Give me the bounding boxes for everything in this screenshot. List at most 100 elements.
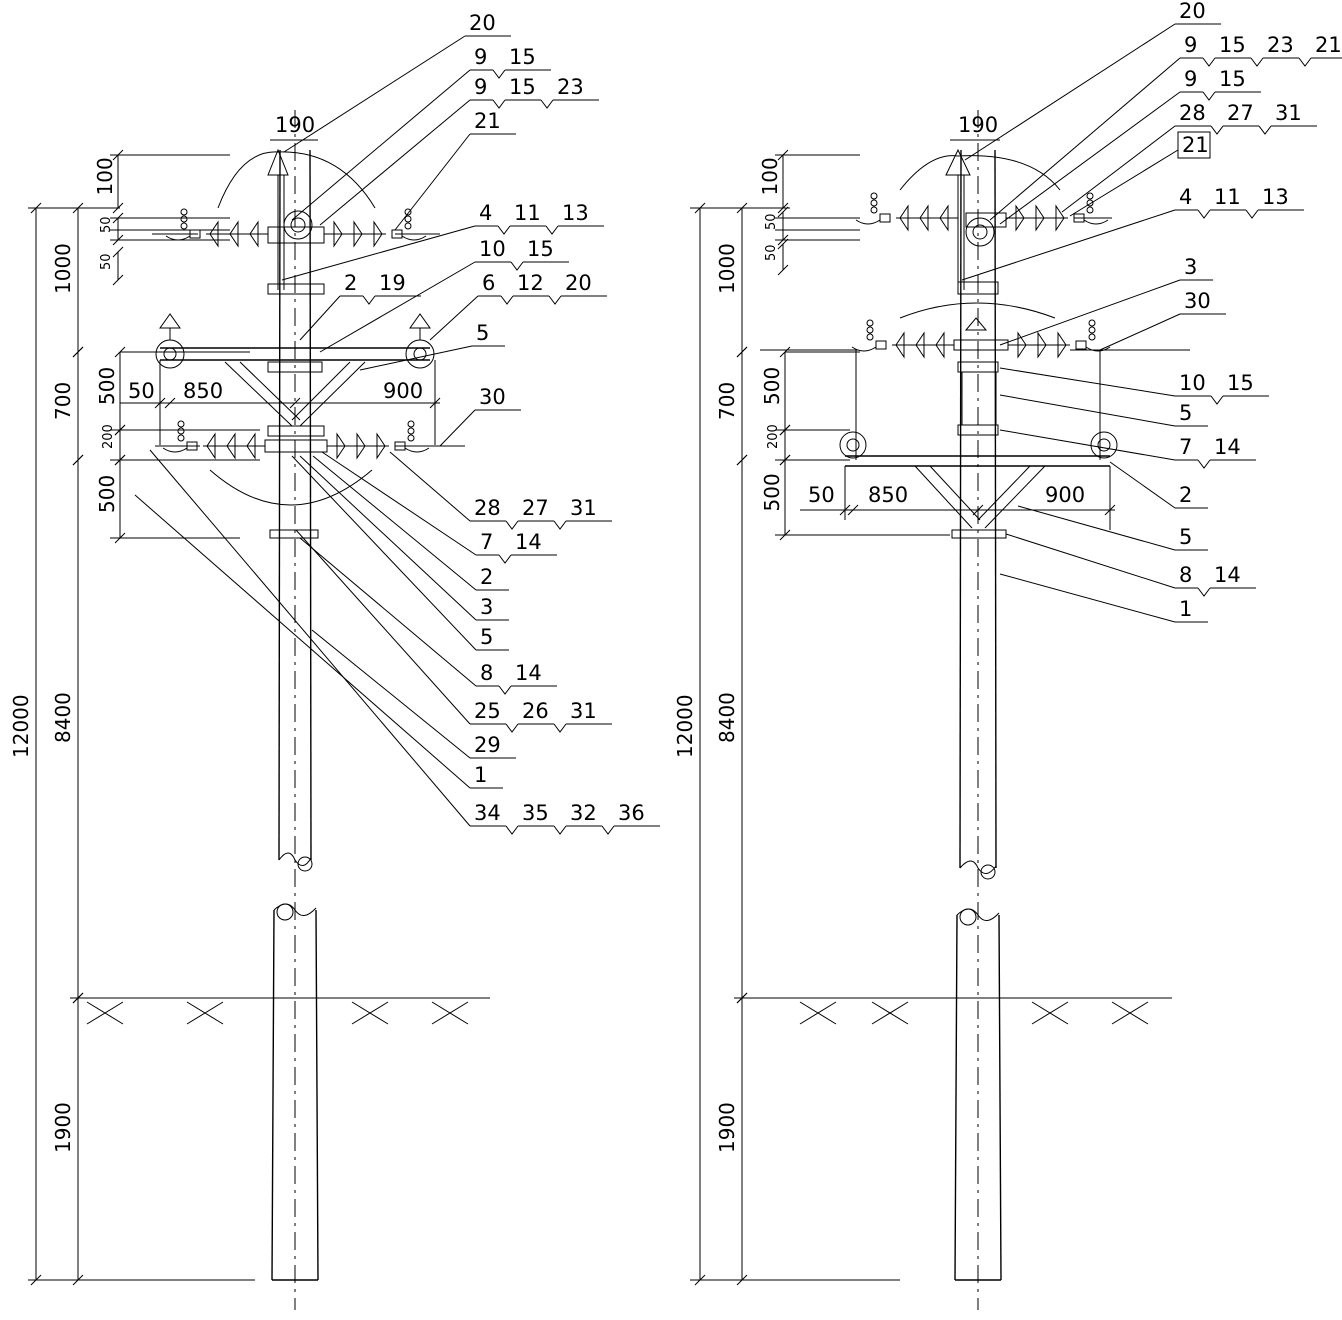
callout-number: 20 bbox=[1179, 0, 1206, 23]
callout-separator bbox=[1197, 587, 1211, 597]
crossarm-clamp bbox=[267, 361, 323, 373]
dimension-text: 50 bbox=[764, 244, 779, 261]
leader-line bbox=[359, 345, 473, 371]
callout-separator bbox=[553, 723, 567, 733]
dimension-text: 200 bbox=[766, 424, 781, 449]
dimension-text: 200 bbox=[101, 424, 116, 449]
dim-tick bbox=[777, 264, 789, 276]
bolt bbox=[866, 326, 874, 334]
pole-break-end bbox=[959, 908, 977, 926]
dim-tick bbox=[30, 202, 42, 214]
brace bbox=[291, 361, 351, 421]
callout-number: 9 bbox=[474, 45, 487, 69]
brace bbox=[914, 465, 973, 529]
dim-tick bbox=[114, 532, 126, 544]
dim-tick bbox=[112, 202, 124, 214]
dim-tick bbox=[847, 504, 859, 516]
callout-number: 7 bbox=[1179, 435, 1192, 459]
callout-number: 5 bbox=[476, 321, 489, 345]
callout-number: 15 bbox=[1219, 67, 1246, 91]
dimension-text: 500 bbox=[95, 367, 119, 405]
callout-separator bbox=[1245, 209, 1259, 219]
leader-line bbox=[299, 455, 477, 621]
dimension-text: 1000 bbox=[715, 243, 739, 294]
leader-line bbox=[295, 529, 471, 725]
bolt bbox=[180, 208, 188, 216]
callout-separator bbox=[492, 69, 506, 79]
leader-line bbox=[1061, 125, 1176, 213]
bolt bbox=[404, 215, 412, 223]
bolt bbox=[1086, 192, 1094, 200]
callout-separator bbox=[505, 723, 519, 733]
leader-line bbox=[1017, 505, 1176, 551]
bolt bbox=[866, 333, 874, 341]
callout-separator bbox=[553, 825, 567, 835]
dim-tick bbox=[736, 202, 748, 214]
callout-1: 1 bbox=[999, 573, 1208, 623]
callout-number: 15 bbox=[1219, 33, 1246, 57]
bolt bbox=[1088, 319, 1096, 327]
pole-edge bbox=[998, 914, 1002, 1281]
leader-line bbox=[1099, 313, 1181, 351]
dim-tick bbox=[30, 1274, 42, 1286]
callout-separator bbox=[540, 99, 554, 109]
clamp-band bbox=[269, 529, 319, 539]
callout-separator bbox=[1202, 57, 1216, 67]
leader-line bbox=[134, 494, 471, 789]
leader-line bbox=[321, 451, 477, 556]
callout-5: 5 bbox=[359, 321, 505, 371]
callout-number: 32 bbox=[570, 801, 597, 825]
callout-separator bbox=[1202, 91, 1216, 101]
tension-clamp bbox=[165, 235, 191, 241]
bolt bbox=[180, 222, 188, 230]
callout-separator bbox=[498, 685, 512, 695]
callout-30: 30 bbox=[439, 385, 521, 447]
callout-number: 8 bbox=[1179, 563, 1192, 587]
callout-20: 20 bbox=[964, 0, 1221, 161]
leader-line bbox=[312, 455, 477, 591]
callout-number: 30 bbox=[1184, 289, 1211, 313]
callout-number: 5 bbox=[480, 625, 493, 649]
pulley bbox=[1090, 431, 1118, 459]
bolt bbox=[407, 434, 415, 442]
bolt bbox=[407, 427, 415, 435]
callout-number: 11 bbox=[514, 201, 541, 225]
pole-edge bbox=[315, 909, 319, 1281]
dimension-text: 1900 bbox=[715, 1102, 739, 1153]
callout-number: 15 bbox=[1227, 371, 1254, 395]
leader-line bbox=[999, 91, 1181, 225]
callout-20: 20 bbox=[283, 11, 511, 153]
callout-number: 34 bbox=[474, 801, 501, 825]
dim-tick bbox=[114, 346, 126, 358]
leader-line bbox=[429, 295, 479, 341]
dim-tick bbox=[72, 1274, 84, 1286]
callout-number: 28 bbox=[1179, 101, 1206, 125]
callout-2: 2 bbox=[312, 455, 509, 591]
dim-tick bbox=[777, 234, 789, 246]
ground-hatch bbox=[1111, 1001, 1149, 1025]
callout-separator bbox=[505, 520, 519, 530]
leader-line bbox=[999, 394, 1176, 427]
leader-line bbox=[439, 409, 476, 447]
callout-number: 36 bbox=[618, 801, 645, 825]
suspension-insulator bbox=[1008, 319, 1111, 359]
brace bbox=[224, 361, 293, 427]
pole-break bbox=[959, 860, 997, 874]
leader-line bbox=[389, 451, 471, 522]
callout-separator bbox=[1197, 209, 1211, 219]
callout-number: 27 bbox=[1227, 101, 1254, 125]
pin-insulator bbox=[159, 313, 181, 329]
dim-tick bbox=[114, 454, 126, 466]
dimension-text: 850 bbox=[183, 379, 223, 403]
dimension-text: 500 bbox=[760, 473, 784, 511]
leader-line bbox=[281, 225, 476, 281]
dim-tick bbox=[972, 504, 984, 516]
pole-edge bbox=[959, 149, 962, 869]
dimension-text: 500 bbox=[95, 475, 119, 513]
